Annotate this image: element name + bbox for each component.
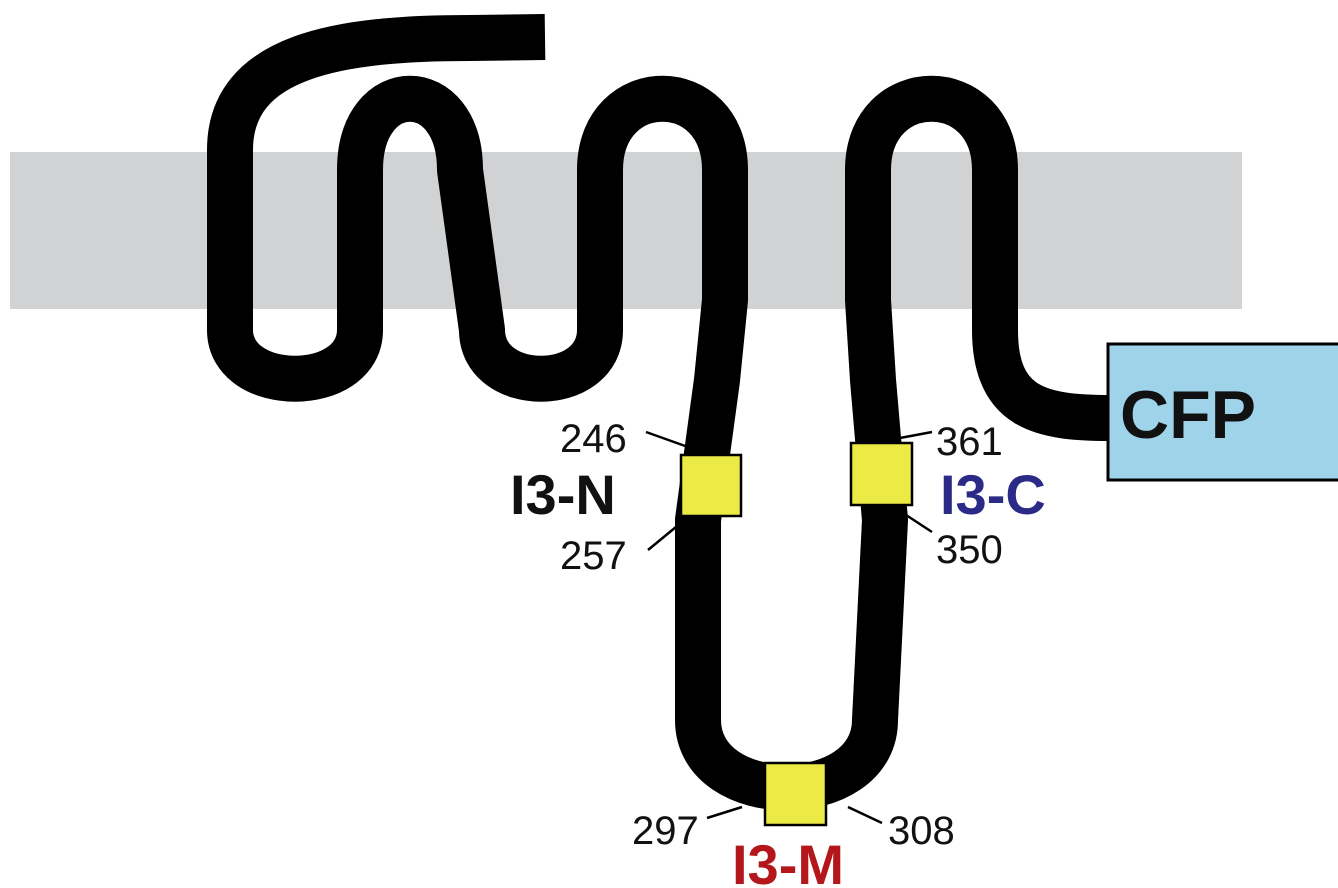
region-label-i3-n: I3-N [510,463,616,526]
residue-number-297: 297 [632,809,699,853]
leader-361 [899,430,933,440]
leader-246 [645,430,689,449]
residue-number-361: 361 [936,420,1003,464]
leader-350 [902,511,933,534]
leader-297 [706,805,743,820]
insert-box-i3-m [763,761,828,827]
leader-lines [645,430,933,825]
leader-257 [647,521,683,551]
residue-number-308: 308 [888,809,955,853]
leader-308 [847,805,883,825]
cfp-label: CFP [1120,377,1256,453]
membrane-band [10,152,1242,309]
polypeptide-chain [207,14,1111,811]
residue-number-350: 350 [936,528,1003,572]
cfp-tag: CFP [1106,342,1338,482]
region-label-i3-m: I3-M [732,833,844,888]
region-label-i3-c: I3-C [940,463,1046,526]
residue-number-246: 246 [560,417,627,461]
cfp-box [1106,342,1338,482]
residue-number-257: 257 [560,534,627,578]
insert-box-i3-n [679,453,743,518]
insert-box-i3-c [849,441,914,507]
